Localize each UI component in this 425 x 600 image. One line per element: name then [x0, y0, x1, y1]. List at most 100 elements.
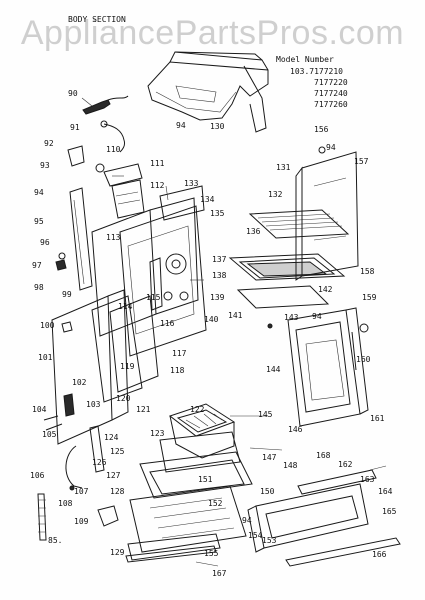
part-label-105: 105 [42, 430, 57, 439]
part-label-133: 133 [184, 179, 199, 188]
part-label-95: 95 [34, 217, 44, 226]
part-label-115: 115 [146, 293, 161, 302]
model-number-block: Model Number 103.7177210 7177220 7177240… [276, 55, 348, 109]
model-number-1: 103.7177210 [290, 67, 343, 76]
part-label-119: 119 [120, 362, 135, 371]
part-label-142: 142 [318, 285, 333, 294]
part-label-166: 166 [372, 550, 387, 559]
part-label-139: 139 [210, 293, 225, 302]
broiler-drawer [125, 451, 253, 563]
part-label-92: 92 [44, 139, 54, 148]
part-label-124: 124 [104, 433, 119, 442]
part-label-168: 168 [316, 451, 331, 460]
part-label-152: 152 [208, 499, 223, 508]
part-number-labels: 9091929394959697989910010110210310410510… [30, 89, 397, 578]
part-label-96: 96 [40, 238, 50, 247]
part-label-126: 126 [92, 458, 107, 467]
part-label-157: 157 [354, 157, 369, 166]
part-label-106: 106 [30, 471, 45, 480]
part-label-147: 147 [262, 453, 277, 462]
part-label-117: 117 [172, 349, 187, 358]
part-label-94: 94 [176, 121, 186, 130]
part-label-141: 141 [228, 311, 243, 320]
part-label-94: 94 [34, 188, 44, 197]
left-side-panel [55, 187, 93, 291]
part-label-123: 123 [150, 429, 165, 438]
part-label-107: 107 [74, 487, 89, 496]
front-left-panel [43, 289, 159, 445]
part-label-110: 110 [106, 145, 121, 154]
part-label-131: 131 [276, 163, 291, 172]
part-label-163: 163 [360, 475, 375, 484]
part-label-91: 91 [70, 123, 80, 132]
rear-panel-assembly [91, 185, 207, 357]
burner-bowl [159, 403, 241, 473]
part-label-102: 102 [72, 378, 87, 387]
part-label-94: 94 [242, 516, 252, 525]
watermark-text: AppliancePartsPros.com [20, 14, 405, 52]
part-label-138: 138 [212, 271, 227, 280]
model-number-4: 7177260 [314, 100, 348, 109]
part-label-167: 167 [212, 569, 227, 578]
door-hinge-and-legs [37, 425, 119, 541]
part-label-145: 145 [258, 410, 273, 419]
part-label-161: 161 [370, 414, 385, 423]
small-brackets [67, 145, 145, 219]
part-label-128: 128 [110, 487, 125, 496]
part-label-112: 112 [150, 181, 165, 190]
part-label-140: 140 [204, 315, 219, 324]
part-label-156: 156 [314, 125, 329, 134]
part-label-98: 98 [34, 283, 44, 292]
part-label-125: 125 [110, 447, 125, 456]
part-label-134: 134 [200, 195, 215, 204]
part-label-104: 104 [32, 405, 47, 414]
part-label-114: 114 [118, 302, 133, 311]
part-label-148: 148 [283, 461, 298, 470]
part-label-99: 99 [62, 290, 72, 299]
part-label-121: 121 [136, 405, 151, 414]
part-label-153: 153 [262, 536, 277, 545]
part-label-143: 143 [284, 313, 299, 322]
part-label-144: 144 [266, 365, 281, 374]
part-label-113: 113 [106, 233, 121, 242]
page-code: 85. [48, 536, 62, 545]
part-label-101: 101 [38, 353, 53, 362]
section-title: BODY SECTION [68, 15, 126, 24]
part-label-129: 129 [110, 548, 125, 557]
part-label-100: 100 [40, 321, 55, 330]
part-label-160: 160 [356, 355, 371, 364]
part-label-127: 127 [106, 471, 121, 480]
part-label-146: 146 [288, 425, 303, 434]
part-label-111: 111 [150, 159, 165, 168]
part-label-120: 120 [116, 394, 131, 403]
part-label-136: 136 [246, 227, 261, 236]
part-label-135: 135 [210, 209, 225, 218]
drawer-front [247, 469, 401, 567]
part-label-154: 154 [248, 531, 263, 540]
part-label-137: 137 [212, 255, 227, 264]
part-label-164: 164 [378, 487, 393, 496]
oven-rack-assembly [228, 209, 350, 329]
model-heading: Model Number [276, 55, 334, 64]
part-label-94: 94 [312, 312, 322, 321]
part-label-109: 109 [74, 517, 89, 526]
part-label-151: 151 [198, 475, 213, 484]
part-label-118: 118 [170, 366, 185, 375]
leader-lines [81, 97, 387, 567]
wire-harness [82, 95, 129, 153]
cooktop-top-assembly [147, 51, 269, 133]
part-label-158: 158 [360, 267, 375, 276]
part-label-103: 103 [86, 400, 101, 409]
model-number-3: 7177240 [314, 89, 348, 98]
part-label-159: 159 [362, 293, 377, 302]
part-label-162: 162 [338, 460, 353, 469]
part-label-90: 90 [68, 89, 78, 98]
part-label-94: 94 [326, 143, 336, 152]
part-label-150: 150 [260, 487, 275, 496]
oven-door [287, 307, 369, 427]
part-label-165: 165 [382, 507, 397, 516]
oven-liner-back [295, 146, 359, 281]
part-label-108: 108 [58, 499, 73, 508]
part-label-97: 97 [32, 261, 42, 270]
